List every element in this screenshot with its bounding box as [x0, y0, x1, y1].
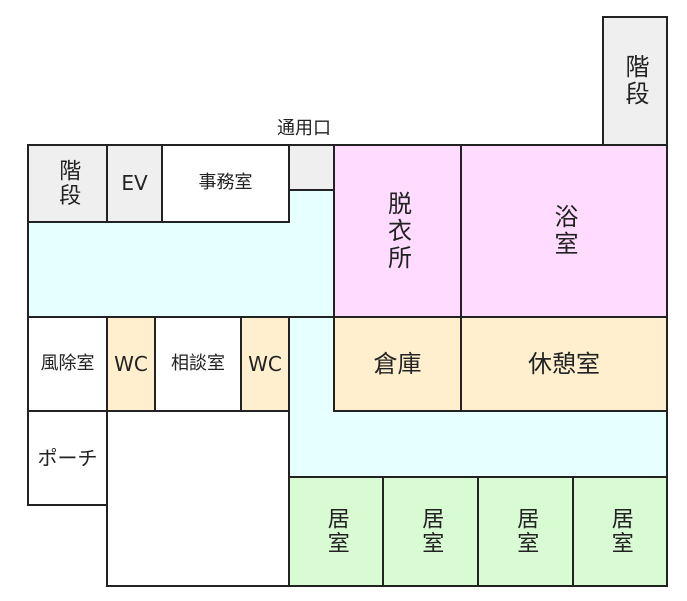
service-entrance-box[interactable] [288, 144, 335, 191]
living-2-label: 居室 [418, 506, 444, 557]
living-room-4[interactable]: 居室 [572, 476, 668, 587]
storage-label: 倉庫 [373, 350, 422, 378]
consultation-room[interactable]: 相談室 [154, 316, 242, 412]
lounge-label: 休憩室 [528, 350, 600, 378]
wc-room-2[interactable]: WC [240, 316, 290, 412]
windbreak-label: 風除室 [40, 352, 95, 374]
changing-room[interactable]: 脱衣所 [333, 144, 462, 318]
living-4-label: 居室 [607, 506, 633, 557]
living-room-3[interactable]: 居室 [477, 476, 574, 587]
stairs-top-label: 階段 [621, 54, 649, 108]
stairs-left[interactable]: 階段 [27, 144, 108, 223]
living-3-label: 居室 [513, 506, 539, 557]
bath-room[interactable]: 浴室 [460, 144, 668, 318]
office-label: 事務室 [198, 172, 253, 194]
bath-label: 浴室 [550, 204, 578, 258]
wc-room-1[interactable]: WC [106, 316, 156, 412]
open-area [106, 410, 290, 587]
porch-label: ポーチ [37, 445, 98, 470]
ev-label: EV [121, 171, 148, 195]
storage-room[interactable]: 倉庫 [333, 316, 462, 412]
living-room-2[interactable]: 居室 [382, 476, 479, 587]
wc-1-label: WC [114, 351, 148, 376]
living-1-label: 居室 [323, 506, 349, 557]
wc-2-label: WC [248, 351, 282, 376]
service-entrance-label: 通用口 [277, 118, 331, 139]
changing-room-label: 脱衣所 [383, 190, 412, 272]
living-room-1[interactable]: 居室 [288, 476, 384, 587]
stairs-top-right[interactable]: 階段 [602, 16, 668, 146]
porch-area[interactable]: ポーチ [27, 410, 108, 506]
consultation-label: 相談室 [171, 352, 225, 374]
stairs-left-label: 階段 [55, 158, 81, 209]
lounge-room[interactable]: 休憩室 [460, 316, 668, 412]
elevator[interactable]: EV [106, 144, 163, 223]
office-room[interactable]: 事務室 [161, 144, 290, 223]
windbreak-room[interactable]: 風除室 [27, 316, 108, 412]
